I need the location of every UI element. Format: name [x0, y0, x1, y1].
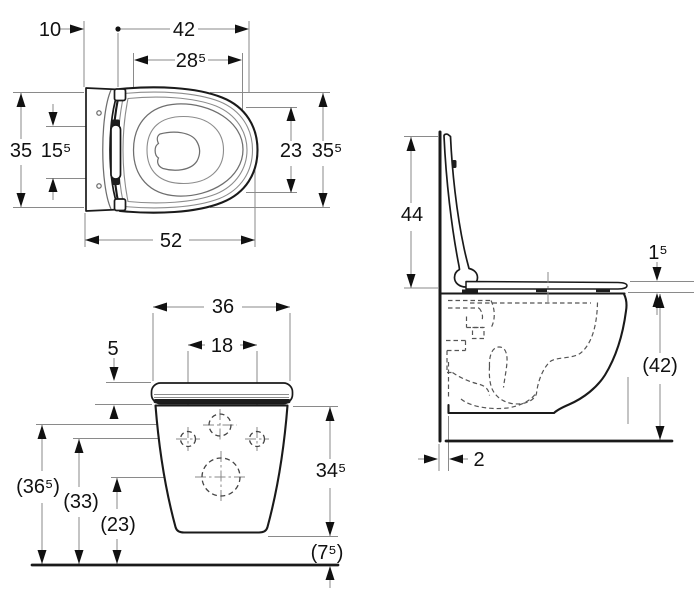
front-view-seat — [150, 382, 294, 405]
front-view-mounting-holes — [176, 409, 269, 503]
dim-front-height-under-bowl: (7⁵) — [311, 542, 344, 564]
dim-side-lid-raised-height: 44 — [401, 204, 423, 226]
dim-front-bowl-height: 34⁵ — [316, 460, 347, 482]
dim-front-seat-stack: 5 — [107, 338, 118, 360]
top-view-toilet-outline — [85, 86, 259, 214]
top-view-hinge-bar — [110, 124, 122, 180]
dim-top-total-depth: 52 — [160, 230, 182, 252]
dim-top-lid-depth: 10 — [39, 19, 61, 41]
dim-front-height-fixing-holes: (33) — [63, 491, 99, 513]
side-view-hidden-lines — [446, 299, 599, 410]
dim-top-hinge-span: 15⁵ — [41, 140, 72, 162]
side-view-seat — [465, 280, 628, 290]
side-view-raised-lid — [443, 133, 479, 288]
dim-front-height-upper-hole: (36⁵) — [16, 476, 60, 498]
front-view-dimension-lines — [36, 302, 338, 588]
dim-top-opening-length: 28⁵ — [176, 50, 207, 72]
dim-front-fixing-centers: 18 — [211, 335, 233, 357]
dim-top-seat-length: 42 — [173, 19, 195, 41]
top-view-raised-lid — [85, 87, 127, 212]
dim-top-lid-width: 35 — [10, 140, 32, 162]
top-view: 10 42 28⁵ 35 15⁵ 23 35⁵ 52 — [10, 19, 342, 252]
side-view-dimension-lines — [404, 136, 694, 471]
side-view-toilet-outline — [438, 130, 674, 443]
top-view-dimension-lines — [13, 21, 330, 247]
dim-side-wall-clearance: 2 — [473, 449, 484, 471]
dim-front-height-outlet: (23) — [100, 514, 136, 536]
dimension-origin-dot — [115, 26, 121, 32]
dim-side-rim-height: (42) — [642, 355, 678, 377]
front-view: 36 18 5 34⁵ (7⁵) (36⁵) (33) (23) — [16, 296, 346, 588]
dim-top-bowl-width: 35⁵ — [312, 140, 343, 162]
dim-front-bowl-top-width: 36 — [212, 296, 234, 318]
side-view: 44 1⁵ (42) 2 — [401, 130, 694, 471]
dim-top-opening-width: 23 — [280, 140, 302, 162]
dim-side-seat-thickness: 1⁵ — [648, 242, 667, 264]
front-view-toilet-outline — [30, 382, 340, 567]
